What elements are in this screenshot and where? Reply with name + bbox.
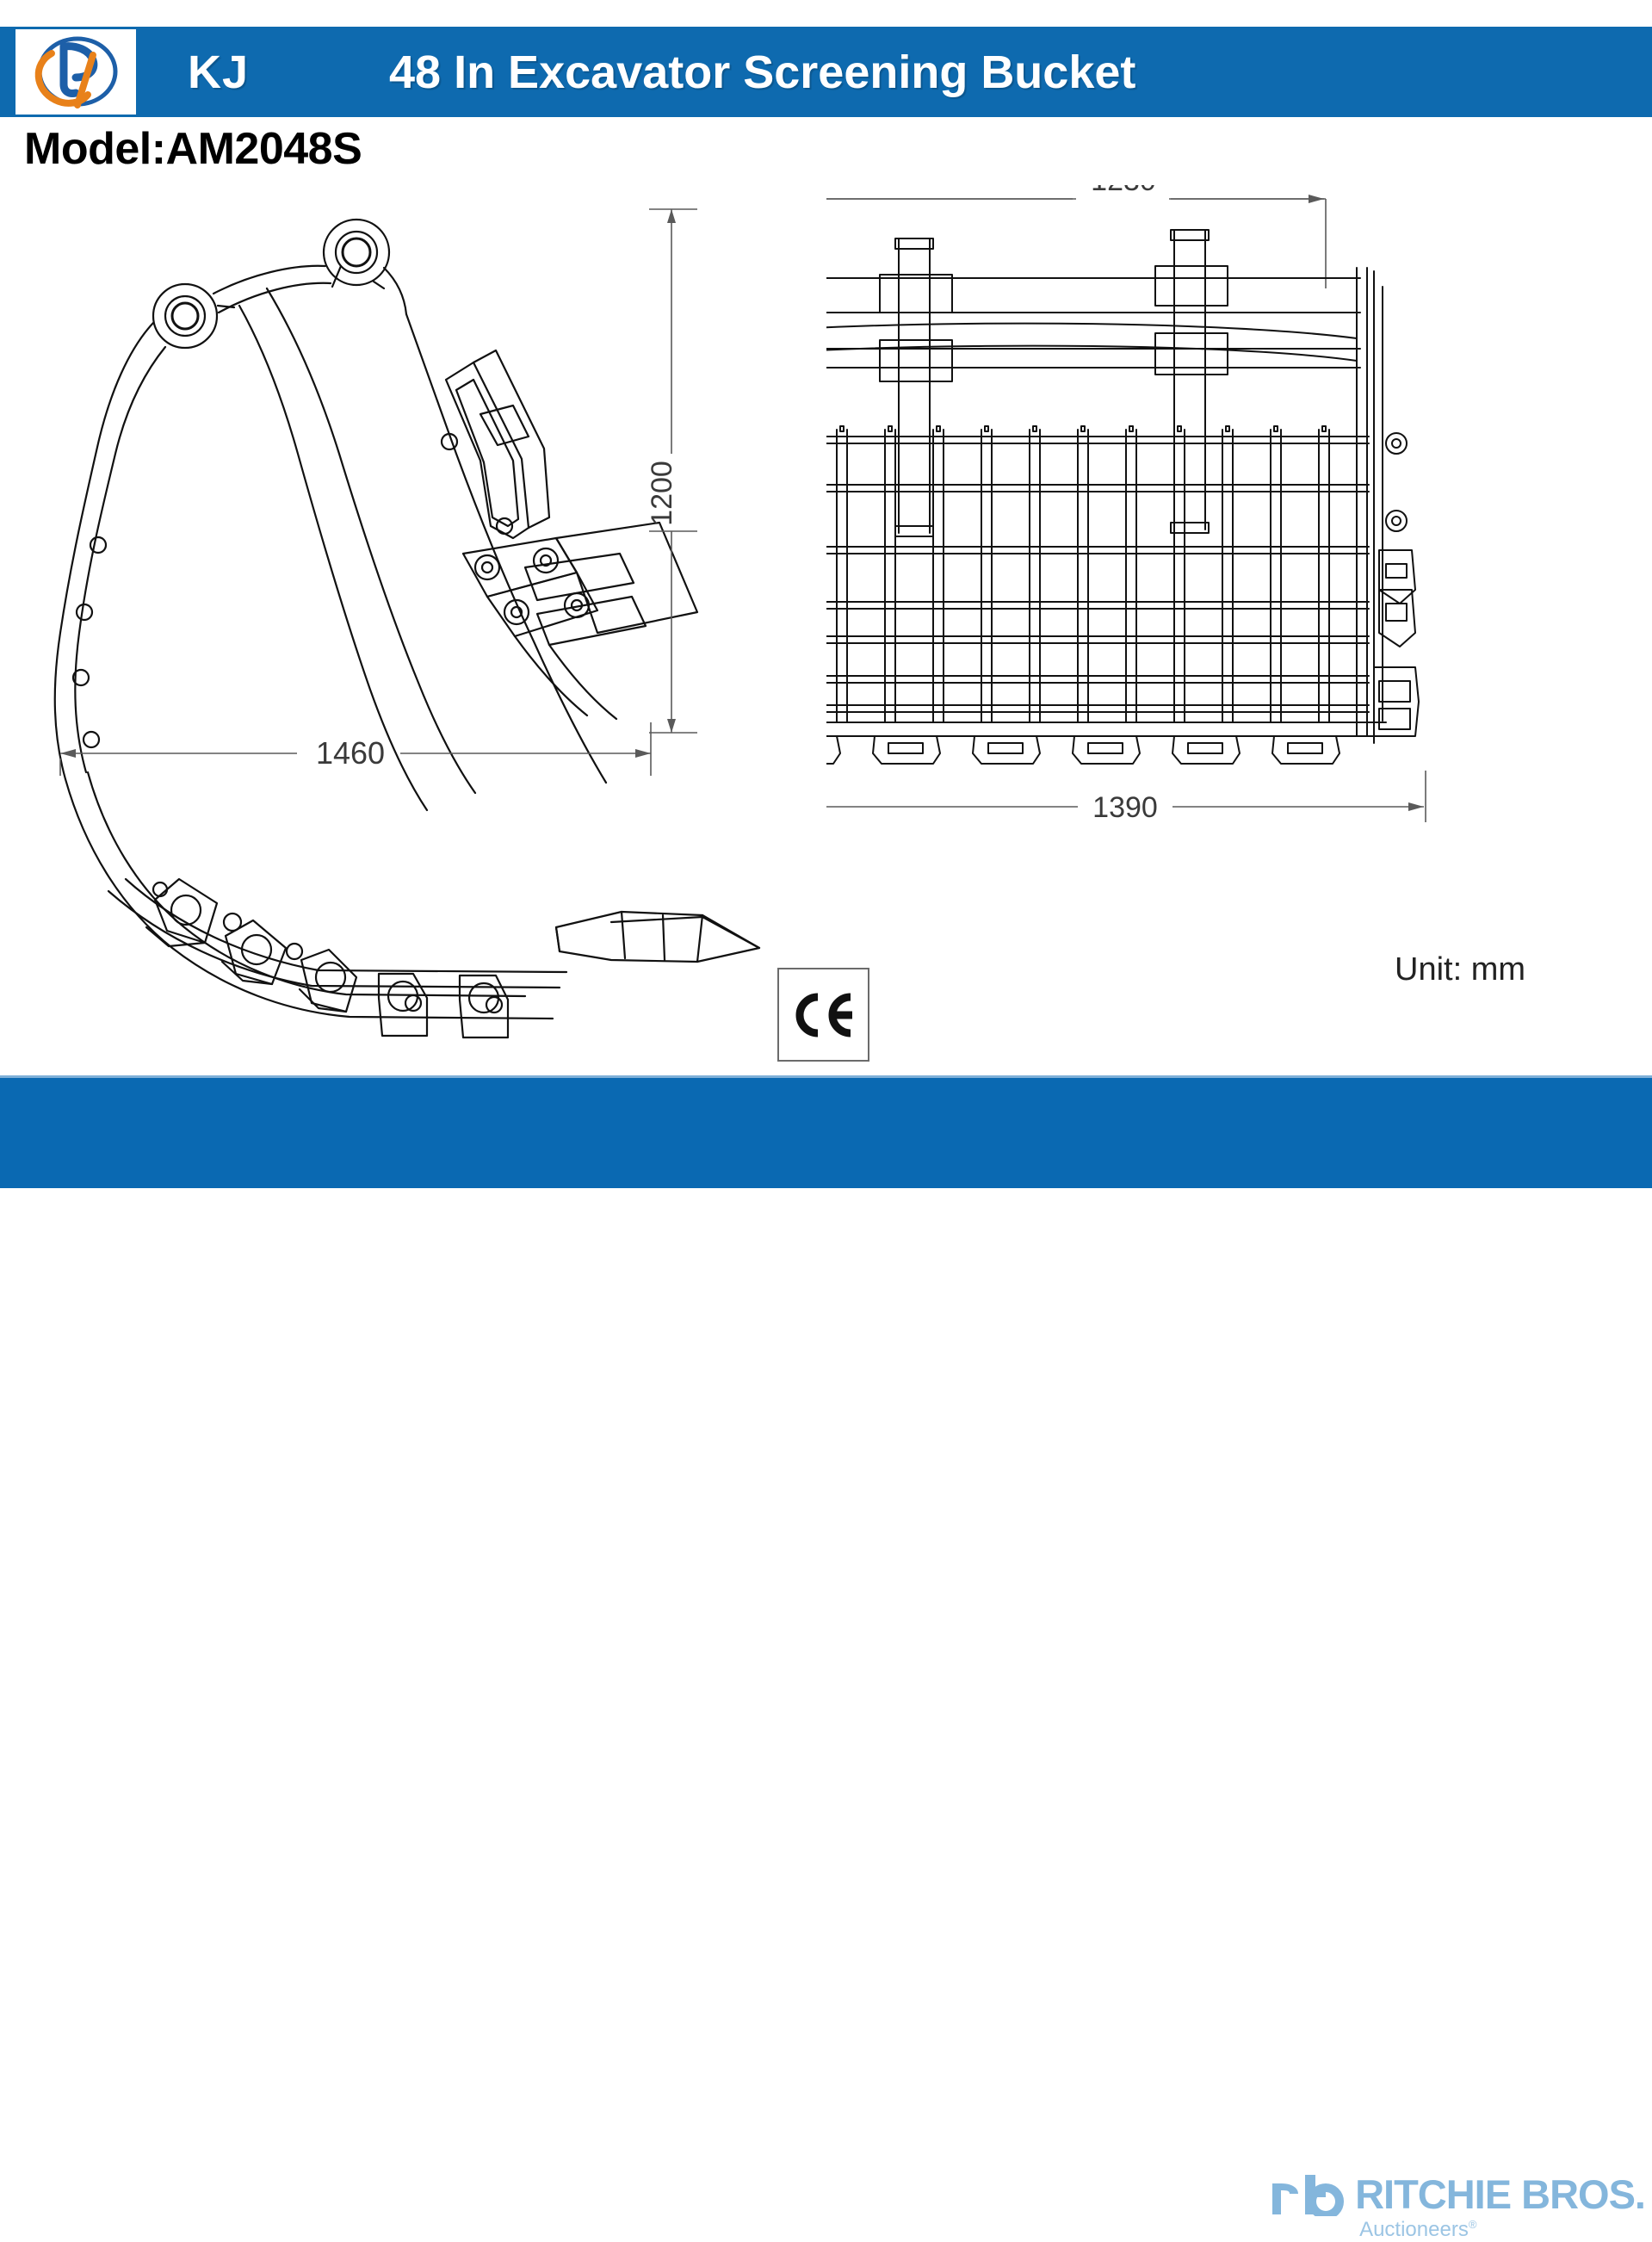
tagline-text: Auctioneers — [1359, 2218, 1469, 2241]
page-header: KJ 48 In Excavator Screening Bucket — [0, 27, 1652, 117]
brand-name: KJ — [188, 46, 250, 98]
technical-drawing-area: 1460 1200 1230 — [0, 185, 1652, 1063]
model-label: Model:AM2048S — [24, 124, 362, 174]
dim-1200-label: 1200 — [646, 461, 678, 526]
dim-1230-label: 1230 — [1091, 185, 1156, 197]
ce-mark-container — [777, 968, 869, 1062]
registered-mark: ® — [1468, 2218, 1477, 2231]
company-logo-container — [15, 29, 136, 115]
ritchie-bros-rb-icon — [1272, 2175, 1345, 2216]
kj-oval-logo-icon — [34, 36, 118, 108]
spec-sheet-page: KJ 48 In Excavator Screening Bucket Mode… — [0, 27, 1652, 2241]
excavator-bucket-side-view: 1460 1200 — [53, 208, 761, 1039]
dim-1390-label: 1390 — [1092, 791, 1158, 824]
unit-note: Unit: mm — [1395, 951, 1525, 988]
ritchie-bros-tagline: Auctioneers® — [1359, 2218, 1476, 2242]
ce-mark-icon — [795, 993, 852, 1037]
screening-bucket-front-view: 1230 — [826, 185, 1426, 824]
page-footer: RITCHIE BROS. Auctioneers® — [0, 1078, 1652, 2241]
page-title: 48 In Excavator Screening Bucket — [389, 46, 1136, 98]
ritchie-bros-wordmark: RITCHIE BROS. — [1355, 2171, 1646, 2217]
dim-1460-label: 1460 — [316, 735, 385, 771]
side-view-panel: 1460 1200 — [9, 185, 835, 1063]
front-view-panel: 1230 — [826, 185, 1652, 1063]
footer-divider — [0, 1075, 1652, 1078]
ritchie-bros-logo: RITCHIE BROS. Auctioneers® — [1267, 2171, 1646, 2242]
